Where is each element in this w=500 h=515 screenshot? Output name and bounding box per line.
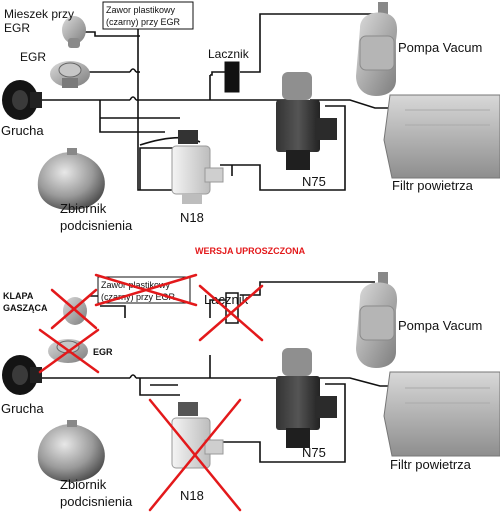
cross-n18 xyxy=(148,398,242,512)
bottom-diagram: KLAPA GASZĄCA Zawor plastikowy (czarny) … xyxy=(1,272,500,512)
bottom-label-filtr: Filtr powietrza xyxy=(390,457,472,472)
bottom-label-lacznik: Lacznik xyxy=(204,292,249,307)
zawor-label-box xyxy=(102,1,194,30)
label-mieszek-line1: Mieszek przy xyxy=(4,7,74,21)
label-pompa: Pompa Vacum xyxy=(398,40,482,55)
bottom-label-n75: N75 xyxy=(302,445,326,460)
diagram-title: WERSJA UPROSZCZONA xyxy=(195,246,306,256)
label-zbiornik-line2: podcisnienia xyxy=(60,218,133,233)
label-zbiornik-line1: Zbiornik xyxy=(60,201,107,216)
egr-valve xyxy=(50,61,90,88)
bottom-labels: KLAPA GASZĄCA Zawor plastikowy (czarny) … xyxy=(1,276,482,509)
bottom-vacuum-tank xyxy=(37,420,105,482)
bottom-label-egr: EGR xyxy=(93,347,113,357)
bottom-air-filter xyxy=(383,371,500,457)
top-diagram: Mieszek przy EGR Zawor plastikowy (czarn… xyxy=(1,1,500,233)
bottom-n18-valve xyxy=(171,402,224,469)
label-filtr: Filtr powietrza xyxy=(392,178,474,193)
bottom-vacuum-pump xyxy=(356,272,398,368)
cross-egr xyxy=(38,328,100,374)
top-labels: Mieszek przy EGR Zawor plastikowy (czarn… xyxy=(1,1,482,233)
bottom-label-pompa: Pompa Vacum xyxy=(398,318,482,333)
n18-valve xyxy=(171,130,224,204)
air-filter xyxy=(383,94,500,179)
bottom-label-zbiornik-line1: Zbiornik xyxy=(60,477,107,492)
label-zawor-line1: Zawor plastikowy xyxy=(106,5,176,15)
vacuum-tank xyxy=(37,148,105,210)
cross-lacznik xyxy=(198,284,264,342)
lacznik-connector xyxy=(224,61,240,93)
bottom-grucha-bulb xyxy=(2,355,42,395)
cross-zawor xyxy=(94,273,198,307)
bottom-label-n18: N18 xyxy=(180,488,204,503)
removed-crosses xyxy=(38,273,264,512)
label-grucha: Grucha xyxy=(1,123,44,138)
grucha-bulb xyxy=(2,80,42,120)
label-lacznik: Lacznik xyxy=(208,47,250,61)
n75-valve xyxy=(276,72,337,170)
bottom-label-zawor-line1: Zawor plastikowy xyxy=(101,280,171,290)
bottom-label-grucha: Grucha xyxy=(1,401,44,416)
label-klapa-line2: GASZĄCA xyxy=(3,303,48,313)
bottom-label-zbiornik-line2: podcisnienia xyxy=(60,494,133,509)
egr-bellows xyxy=(62,16,86,48)
cross-klapa xyxy=(50,288,98,330)
label-egr: EGR xyxy=(20,50,46,64)
label-klapa-line1: KLAPA xyxy=(3,291,34,301)
vacuum-pump xyxy=(356,2,398,97)
bottom-label-zawor-line2: (czarny) przy EGR xyxy=(101,292,176,302)
top-hoses xyxy=(40,13,398,191)
label-n75: N75 xyxy=(302,174,326,189)
bottom-n75-valve xyxy=(276,348,337,448)
label-mieszek-line2: EGR xyxy=(4,21,30,35)
label-n18: N18 xyxy=(180,210,204,225)
label-zawor-line2: (czarny) przy EGR xyxy=(106,17,181,27)
